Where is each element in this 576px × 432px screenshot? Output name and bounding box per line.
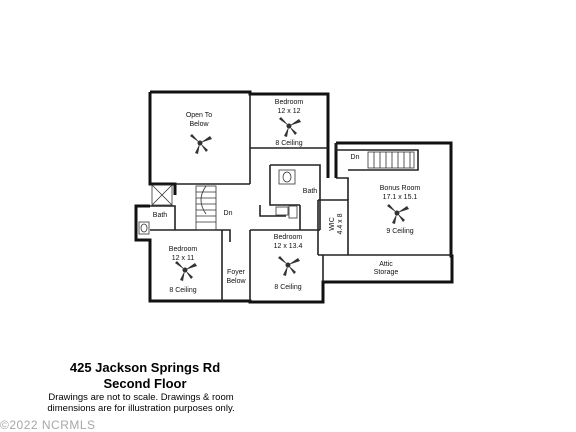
ceiling-fan-icon <box>387 204 409 224</box>
bath-fixtures <box>138 169 298 235</box>
attic-label: Attic <box>379 261 393 268</box>
attic-storage-label: Storage <box>374 269 399 276</box>
wic-label: WIC <box>329 217 336 231</box>
floor-title: Second Floor <box>103 376 187 391</box>
ceiling-fan-icon <box>278 256 300 276</box>
watermark: ©2022 NCRMLS <box>0 418 96 432</box>
ceiling-fan-icon <box>175 261 197 281</box>
bedroom-center-dimensions: 12 x 13.4 <box>274 243 303 250</box>
staircase-left <box>195 185 217 231</box>
foyer-label: Foyer <box>227 269 246 276</box>
open-to-below-label: Open To <box>186 112 212 119</box>
bedroom-top-dimensions: 12 x 12 <box>278 108 301 115</box>
disclaimer-line: Drawings are not to scale. Drawings & ro… <box>48 392 234 403</box>
ceiling-fan-icon <box>279 117 301 137</box>
ceiling-fan-icon <box>190 134 212 154</box>
disclaimer-line: dimensions are for illustration purposes… <box>47 403 235 414</box>
bonus-room-dimensions: 17.1 x 15.1 <box>383 194 418 201</box>
bedroom-left-dimensions: 12 x 11 <box>172 255 195 262</box>
bedroom-left-label: Bedroom <box>169 246 198 253</box>
staircase-bonus <box>367 151 415 169</box>
bonus-room-label: Bonus Room <box>380 185 421 192</box>
disclaimer: Drawings are not to scale. Drawings & ro… <box>20 392 262 414</box>
wic-dimensions: 4.4 x 8 <box>337 213 344 234</box>
bonus-room-ceiling: 9 Ceiling <box>386 228 413 235</box>
open-to-below-label: Below <box>189 121 209 128</box>
bedroom-center-ceiling: 8 Ceiling <box>274 284 301 291</box>
stair-dn-label: Dn <box>224 210 233 217</box>
bedroom-center-label: Bedroom <box>274 234 303 241</box>
bedroom-top-label: Bedroom <box>275 99 304 106</box>
bath-left-label: Bath <box>153 212 168 219</box>
property-address: 425 Jackson Springs Rd <box>69 360 221 375</box>
foyer-below-label: Below <box>226 278 246 285</box>
bonus-stair-dn-label: Dn <box>351 154 360 161</box>
interior-walls <box>150 94 451 301</box>
bedroom-top-ceiling: 8 Ceiling <box>275 140 302 147</box>
bedroom-left-ceiling: 8 Ceiling <box>169 287 196 294</box>
bath-center-label: Bath <box>303 188 318 195</box>
